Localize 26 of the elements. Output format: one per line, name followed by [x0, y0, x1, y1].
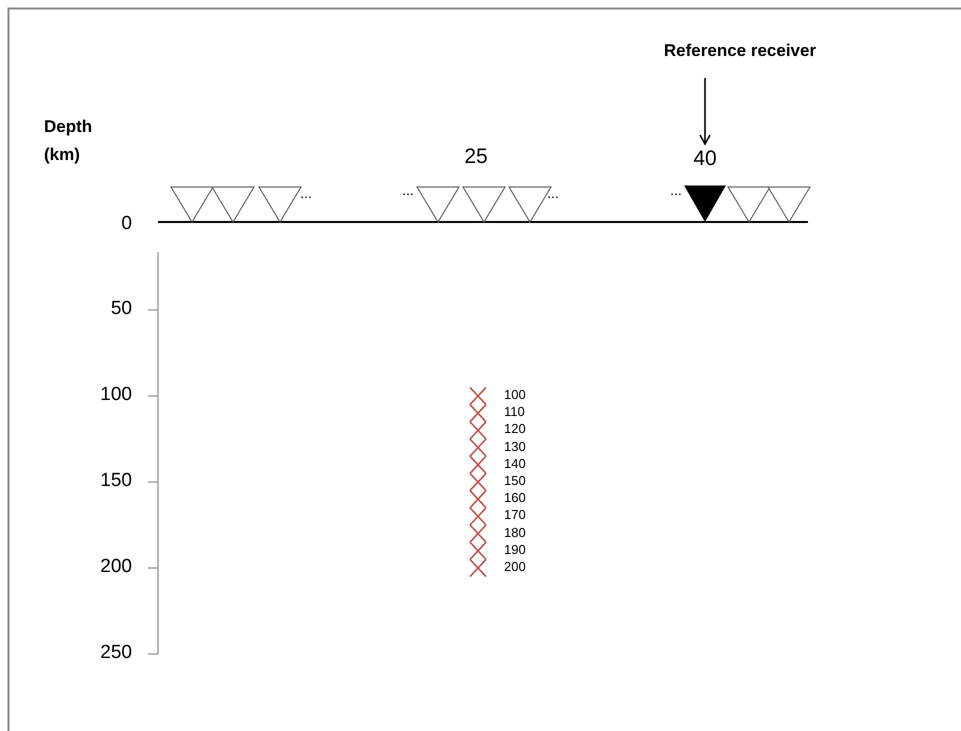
source-depth-label: 170 — [504, 508, 527, 522]
axis-tick-label: 150 — [99, 471, 132, 490]
source-depth-label: 130 — [504, 440, 527, 453]
axis-tick-label: 250 — [99, 643, 132, 662]
callout-label: Reference receiver — [664, 40, 816, 62]
axis-tick-label: 100 — [99, 385, 132, 404]
source-depth-label: 200 — [504, 560, 527, 573]
source-depth-label: 110 — [504, 405, 526, 418]
source-depth-label: 190 — [504, 542, 527, 556]
source-depth-label: 150 — [504, 474, 527, 487]
source-depth-label: 140 — [504, 456, 527, 470]
source-depth-label: 180 — [504, 526, 527, 539]
ellipsis: ... — [669, 183, 683, 197]
source-depth-label: 100 — [504, 388, 527, 401]
axis-title: Depth (km) — [44, 116, 94, 166]
receiver-number: 25 — [463, 146, 489, 167]
ellipsis: ... — [401, 183, 415, 197]
axis-tick-label: 0 — [120, 214, 132, 233]
arrow — [699, 78, 711, 145]
source-depth-label: 160 — [504, 491, 527, 504]
ellipsis: ... — [299, 186, 313, 200]
receiver-number: 40 — [693, 148, 717, 169]
axis-tick-label: 50 — [110, 299, 132, 318]
source-depth-label: 120 — [504, 422, 527, 436]
axis-tick-label: 200 — [99, 557, 132, 576]
ellipsis: ... — [546, 186, 560, 200]
